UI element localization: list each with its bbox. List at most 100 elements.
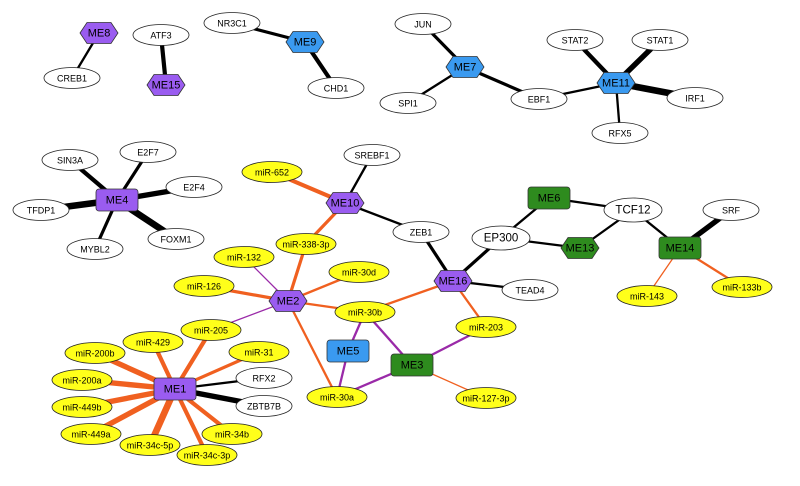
- node-me1[interactable]: ME1: [153, 377, 197, 401]
- node-shape-mir-203: [455, 316, 517, 338]
- node-spi1[interactable]: SPI1: [379, 92, 437, 114]
- node-shape-me15: [146, 74, 186, 96]
- node-shape-rfx2: [235, 367, 293, 389]
- node-shape-tfdp1: [12, 199, 70, 221]
- node-rfx2[interactable]: RFX2: [235, 367, 293, 389]
- node-label-sin3a: SIN3A: [57, 156, 83, 166]
- node-stat2[interactable]: STAT2: [546, 29, 604, 51]
- node-me14[interactable]: ME14: [658, 236, 702, 260]
- node-mir-30b[interactable]: miR-30b: [334, 301, 396, 323]
- node-mir-449b[interactable]: miR-449b: [51, 396, 113, 418]
- node-me9[interactable]: ME9: [285, 31, 325, 53]
- node-ebf1[interactable]: EBF1: [510, 88, 568, 110]
- node-shape-me4: [95, 188, 139, 212]
- node-label-mir-429: miR-429: [136, 338, 170, 348]
- node-shape-mir-205: [180, 319, 242, 341]
- node-srf[interactable]: SRF: [702, 199, 760, 221]
- node-shape-jun: [394, 13, 452, 35]
- node-tead4[interactable]: TEAD4: [501, 279, 559, 301]
- node-me13[interactable]: ME13: [560, 237, 600, 259]
- node-atf3[interactable]: ATF3: [132, 24, 190, 46]
- node-e2f7[interactable]: E2F7: [119, 141, 177, 163]
- node-label-e2f7: E2F7: [137, 148, 159, 158]
- node-shape-creb1: [43, 67, 101, 89]
- node-mybl2[interactable]: MYBL2: [66, 238, 124, 260]
- node-shape-mybl2: [66, 238, 124, 260]
- node-me16[interactable]: ME16: [433, 270, 473, 292]
- node-mir-203[interactable]: miR-203: [455, 316, 517, 338]
- node-shape-tead4: [501, 279, 559, 301]
- node-mir-30d[interactable]: miR-30d: [328, 261, 390, 283]
- node-mir-143[interactable]: miR-143: [616, 285, 678, 307]
- node-shape-mir-429: [122, 331, 184, 353]
- node-me4[interactable]: ME4: [95, 188, 139, 212]
- node-rfx5[interactable]: RFX5: [591, 122, 649, 144]
- node-label-me6: ME6: [538, 193, 561, 205]
- node-stat1[interactable]: STAT1: [631, 29, 689, 51]
- node-me2[interactable]: ME2: [268, 290, 308, 312]
- node-label-mir-449b: miR-449b: [62, 403, 101, 413]
- node-zeb1[interactable]: ZEB1: [392, 221, 450, 243]
- node-shape-mir-200b: [64, 342, 126, 364]
- node-jun[interactable]: JUN: [394, 13, 452, 35]
- node-label-nr3c1: NR3C1: [217, 19, 247, 29]
- node-label-me15: ME15: [152, 80, 181, 92]
- node-shape-zbtb7b: [235, 395, 293, 417]
- node-me6[interactable]: ME6: [527, 186, 571, 210]
- node-me10[interactable]: ME10: [325, 192, 365, 214]
- node-me11[interactable]: ME11: [596, 72, 636, 94]
- node-label-mir-34c-3p: miR-34c-3p: [184, 451, 231, 461]
- node-tfdp1[interactable]: TFDP1: [12, 199, 70, 221]
- node-mir-31[interactable]: miR-31: [228, 341, 290, 363]
- node-mir-449a[interactable]: miR-449a: [60, 423, 122, 445]
- node-mir-34b[interactable]: miR-34b: [201, 423, 263, 445]
- node-nr3c1[interactable]: NR3C1: [203, 12, 261, 34]
- node-me7[interactable]: ME7: [445, 56, 485, 78]
- node-mir-200b[interactable]: miR-200b: [64, 342, 126, 364]
- node-mir-429[interactable]: miR-429: [122, 331, 184, 353]
- node-label-mir-126: miR-126: [187, 282, 221, 292]
- node-irf1[interactable]: IRF1: [666, 87, 724, 109]
- node-shape-mir-133b: [711, 276, 773, 298]
- node-mir-30a[interactable]: miR-30a: [306, 386, 368, 408]
- node-me3[interactable]: ME3: [390, 353, 434, 377]
- node-me8[interactable]: ME8: [79, 22, 119, 44]
- node-label-mir-34b: miR-34b: [215, 430, 249, 440]
- node-me15[interactable]: ME15: [146, 74, 186, 96]
- node-mir-126[interactable]: miR-126: [173, 275, 235, 297]
- node-sin3a[interactable]: SIN3A: [41, 149, 99, 171]
- node-mir-200a[interactable]: miR-200a: [51, 369, 113, 391]
- node-shape-foxm1: [147, 228, 205, 250]
- node-mir-338-3p[interactable]: miR-338-3p: [275, 233, 337, 255]
- node-srebf1[interactable]: SREBF1: [343, 144, 401, 166]
- node-shape-me9: [285, 31, 325, 53]
- node-label-irf1: IRF1: [685, 94, 705, 104]
- node-chd1[interactable]: CHD1: [307, 77, 365, 99]
- node-zbtb7b[interactable]: ZBTB7B: [235, 395, 293, 417]
- node-mir-127-3p[interactable]: miR-127-3p: [455, 387, 517, 409]
- node-ep300[interactable]: EP300: [471, 225, 531, 251]
- node-shape-stat1: [631, 29, 689, 51]
- node-shape-mir-652: [241, 161, 303, 183]
- node-label-mir-338-3p: miR-338-3p: [282, 240, 329, 250]
- node-mir-205[interactable]: miR-205: [180, 319, 242, 341]
- node-mir-34c-5p[interactable]: miR-34c-5p: [119, 434, 181, 456]
- node-mir-132[interactable]: miR-132: [213, 246, 275, 268]
- node-tcf12[interactable]: TCF12: [603, 197, 663, 223]
- node-shape-srebf1: [343, 144, 401, 166]
- node-mir-652[interactable]: miR-652: [241, 161, 303, 183]
- node-label-me5: ME5: [337, 346, 360, 358]
- node-me5[interactable]: ME5: [326, 339, 370, 363]
- node-creb1[interactable]: CREB1: [43, 67, 101, 89]
- node-shape-atf3: [132, 24, 190, 46]
- node-foxm1[interactable]: FOXM1: [147, 228, 205, 250]
- node-e2f4[interactable]: E2F4: [165, 176, 223, 198]
- node-label-srebf1: SREBF1: [354, 151, 389, 161]
- node-shape-me10: [325, 192, 365, 214]
- node-mir-133b[interactable]: miR-133b: [711, 276, 773, 298]
- node-label-mir-30b: miR-30b: [348, 308, 382, 318]
- node-label-mir-132: miR-132: [227, 253, 261, 263]
- node-label-me10: ME10: [331, 198, 360, 210]
- node-mir-34c-3p[interactable]: miR-34c-3p: [176, 444, 238, 466]
